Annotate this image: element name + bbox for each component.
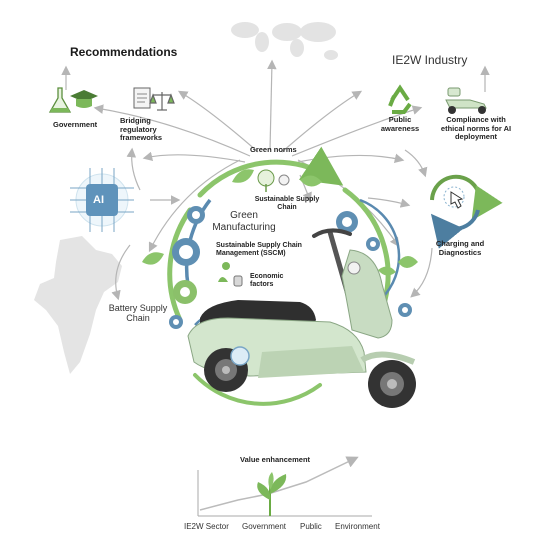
category-government: Government bbox=[242, 522, 287, 531]
tree-icon bbox=[257, 169, 290, 192]
category-public: Public bbox=[300, 522, 322, 531]
public-awareness-label: Public awareness bbox=[380, 115, 420, 133]
economic-icons bbox=[218, 262, 243, 287]
value-enhancement-graphic bbox=[197, 456, 372, 517]
compliance-label: Compliance with ethical norms for AI dep… bbox=[440, 115, 512, 142]
globe-map-icon bbox=[231, 22, 338, 60]
industry-heading: IE2W Industry bbox=[392, 53, 468, 67]
india-map-icon bbox=[34, 236, 122, 374]
sustainable-supply-chain-label: Sustainable Supply Chain bbox=[254, 196, 320, 212]
government-label: Government bbox=[53, 120, 98, 129]
charging-icon bbox=[430, 174, 503, 249]
scooter-icon bbox=[445, 87, 487, 114]
economic-factors-label: Economic factors bbox=[250, 273, 284, 289]
battery-supply-chain-label: Battery Supply Chain bbox=[108, 303, 168, 324]
electric-scooter bbox=[187, 228, 416, 408]
document-icon bbox=[133, 87, 151, 109]
ai-chip-icon bbox=[70, 168, 134, 232]
charging-label: Charging and Diagnostics bbox=[435, 239, 485, 257]
sscm-label: Sustainable Supply Chain Management (SSC… bbox=[216, 242, 302, 258]
green-norms-label: Green norms bbox=[250, 145, 297, 154]
ai-label: AI bbox=[93, 194, 104, 206]
graduation-cap-icon bbox=[70, 90, 98, 108]
recommendations-heading: Recommendations bbox=[70, 45, 178, 59]
value-enhancement-title: Value enhancement bbox=[240, 455, 311, 464]
plant-icon bbox=[257, 472, 287, 516]
green-cycle-arrow bbox=[167, 146, 391, 406]
category-environment: Environment bbox=[335, 522, 380, 531]
regulatory-label: Bridging regulatory frameworks bbox=[120, 116, 163, 143]
flask-icon bbox=[48, 87, 72, 113]
scales-icon bbox=[149, 92, 175, 111]
green-manufacturing-label: Green Manufacturing bbox=[212, 210, 276, 233]
gear-icon bbox=[169, 206, 412, 329]
category-ie2w-sector: IE2W Sector bbox=[184, 522, 229, 531]
connector-arrows bbox=[61, 59, 490, 301]
recycle-icon bbox=[388, 84, 412, 114]
